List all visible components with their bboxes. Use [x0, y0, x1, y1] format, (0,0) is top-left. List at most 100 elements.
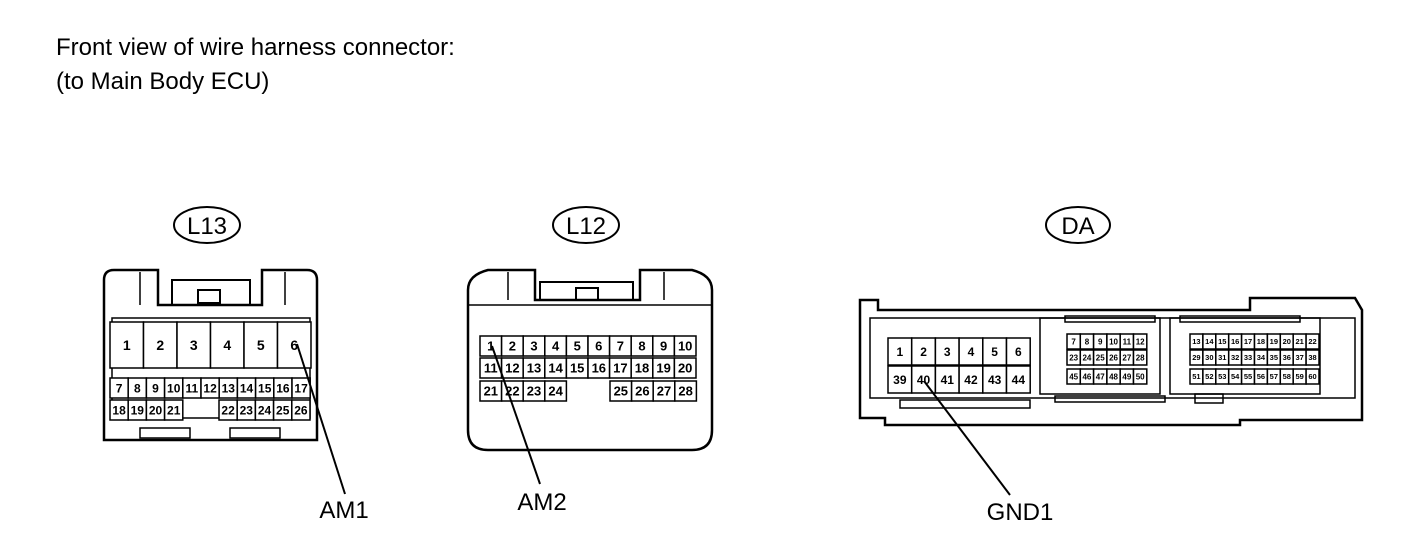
- connector-l12-pin-label: 9: [660, 339, 667, 354]
- connector-da-pin-cell: [1132, 333, 1148, 350]
- connector-da-pin-label: 20: [1283, 337, 1291, 346]
- connector-da-pin-cell: [1005, 365, 1031, 394]
- connector-da-pin-label: 26: [1109, 353, 1118, 362]
- connector-da-pin-label: 16: [1231, 337, 1239, 346]
- connector-da-pin-label: 52: [1205, 372, 1213, 381]
- connector-da-pin-label: 30: [1205, 353, 1213, 362]
- connector-da-pin-label: 19: [1270, 337, 1278, 346]
- connector-da-pin-label: 6: [1015, 345, 1022, 359]
- connector-l13-callout-line: [296, 343, 346, 495]
- connector-da-pin-label: 59: [1295, 372, 1303, 381]
- connector-l12-pin-label: 18: [635, 361, 649, 376]
- connector-l13-pin-label: 6: [290, 337, 298, 353]
- connector-l13-pin-label: 1: [123, 337, 131, 353]
- connector-l13-pin-label: 12: [203, 381, 217, 395]
- connector-da-pin-label: 18: [1257, 337, 1265, 346]
- connector-da-pin-label: 8: [1085, 337, 1090, 346]
- connector-da-pin-cell: [1005, 337, 1031, 366]
- connector-da-pin-label: 51: [1192, 372, 1200, 381]
- connector-da-pin-label: 14: [1205, 337, 1214, 346]
- connector-da-pin-label: 24: [1082, 353, 1091, 362]
- connector-l13-pin-label: 4: [223, 337, 231, 353]
- connector-l13-latch-tab: [197, 289, 221, 304]
- connector-da-pin-label: 46: [1082, 372, 1091, 381]
- connector-da-pin-label: 17: [1244, 337, 1252, 346]
- connector-l12-pin-label: 16: [592, 361, 606, 376]
- connector-da-right-slot: [1179, 315, 1301, 323]
- connector-l13-tag: L13: [187, 213, 227, 240]
- connector-da-pin-label: 38: [1308, 353, 1316, 362]
- connector-da-pin-label: 2: [920, 345, 927, 359]
- connector-l12-pin-label: 4: [552, 339, 560, 354]
- connector-l12-pin-label: 15: [570, 361, 584, 376]
- connector-da-pin-label: 29: [1192, 353, 1200, 362]
- connector-da-left-rail: [899, 399, 1031, 409]
- connector-l12-pin-label: 13: [527, 361, 541, 376]
- connector-da-pin-cell: [1305, 349, 1320, 366]
- connector-da-tag-oval: [1045, 206, 1111, 244]
- connector-da-pin-label: 22: [1308, 337, 1316, 346]
- connector-da-pin-label: 42: [964, 373, 978, 387]
- connector-da-pin-label: 44: [1012, 373, 1026, 387]
- connector-l12-pin-cell: [673, 357, 697, 379]
- connector-l12-pin-label: 11: [484, 361, 498, 376]
- connector-da-pin-label: 4: [968, 345, 975, 359]
- connector-l13-pin-cell: [276, 321, 312, 369]
- connector-l13-pin-label: 22: [221, 403, 235, 417]
- connector-l13-pin-label: 2: [156, 337, 164, 353]
- connector-da-pin-label: 35: [1270, 353, 1278, 362]
- connector-l12-pin-label: 3: [530, 339, 537, 354]
- connector-l12-pin-label: 28: [678, 384, 692, 399]
- heading-line-2: (to Main Body ECU): [56, 68, 270, 95]
- connector-da-pin-label: 48: [1109, 372, 1118, 381]
- connector-l13-pin-label: 18: [112, 403, 126, 417]
- connector-da-pin-label: 28: [1136, 353, 1145, 362]
- connector-l13-callout: AM1: [319, 497, 368, 524]
- connector-l12-pin-label: 17: [613, 361, 627, 376]
- connector-l13-pin-label: 25: [276, 403, 290, 417]
- connector-da-pin-label: 25: [1096, 353, 1105, 362]
- connector-da-mid-block: [1039, 317, 1161, 395]
- connector-da-mid-slot: [1064, 315, 1156, 323]
- connector-da-pin-label: 45: [1069, 372, 1078, 381]
- connector-da-pin-label: 31: [1218, 353, 1226, 362]
- connector-l12-pin-label: 14: [548, 361, 563, 376]
- connector-da-pin-label: 56: [1257, 372, 1265, 381]
- connector-l12-callout-line: [491, 345, 541, 485]
- connector-da-pin-label: 32: [1231, 353, 1239, 362]
- connector-da-pin-label: 33: [1244, 353, 1252, 362]
- connector-l12-pin-cell: [544, 380, 568, 402]
- connector-l12-tag-oval: [552, 206, 620, 244]
- connector-l12-pin-label: 6: [595, 339, 602, 354]
- connector-l12-pin-label: 21: [484, 384, 498, 399]
- connector-l12-pin-label: 10: [678, 339, 692, 354]
- connector-l13-pin-label: 3: [190, 337, 198, 353]
- connector-l13-pin-cell: [142, 321, 178, 369]
- connector-l12-pin-cell: [674, 380, 698, 402]
- connector-da-callout: GND1: [987, 499, 1054, 526]
- connector-da-pin-label: 54: [1231, 372, 1240, 381]
- connector-l13-pin-label: 21: [167, 403, 181, 417]
- connector-l12-callout: AM2: [517, 489, 566, 516]
- connector-l13-pin-label: 7: [116, 381, 123, 395]
- connector-da-pin-label: 21: [1295, 337, 1303, 346]
- connector-l13-pin-cell: [109, 321, 145, 369]
- connector-l12-pin-label: 19: [656, 361, 670, 376]
- connector-da-pin-cell: [1305, 368, 1320, 385]
- connector-l12-pin-label: 26: [635, 384, 649, 399]
- connector-l13-pin-label: 20: [149, 403, 163, 417]
- connector-l13-pin-cell: [243, 321, 279, 369]
- connector-da-callout-line: [923, 380, 1011, 496]
- connector-da-pin-label: 36: [1283, 353, 1291, 362]
- connector-l12-pin-label: 1: [487, 339, 494, 354]
- connector-l13-pin-label: 8: [134, 381, 141, 395]
- connector-da-bottom-key: [1194, 393, 1224, 404]
- connector-da-pin-label: 43: [988, 373, 1002, 387]
- connector-l13-pin-label: 14: [240, 381, 254, 395]
- connector-da-bottom-slot: [1054, 395, 1166, 403]
- connector-da-pin-label: 37: [1295, 353, 1303, 362]
- connector-l13-pin-label: 23: [240, 403, 254, 417]
- connector-da-pin-label: 50: [1136, 372, 1145, 381]
- connector-l13-tag-oval: [173, 206, 241, 244]
- connector-l12-pin-cell: [673, 335, 697, 357]
